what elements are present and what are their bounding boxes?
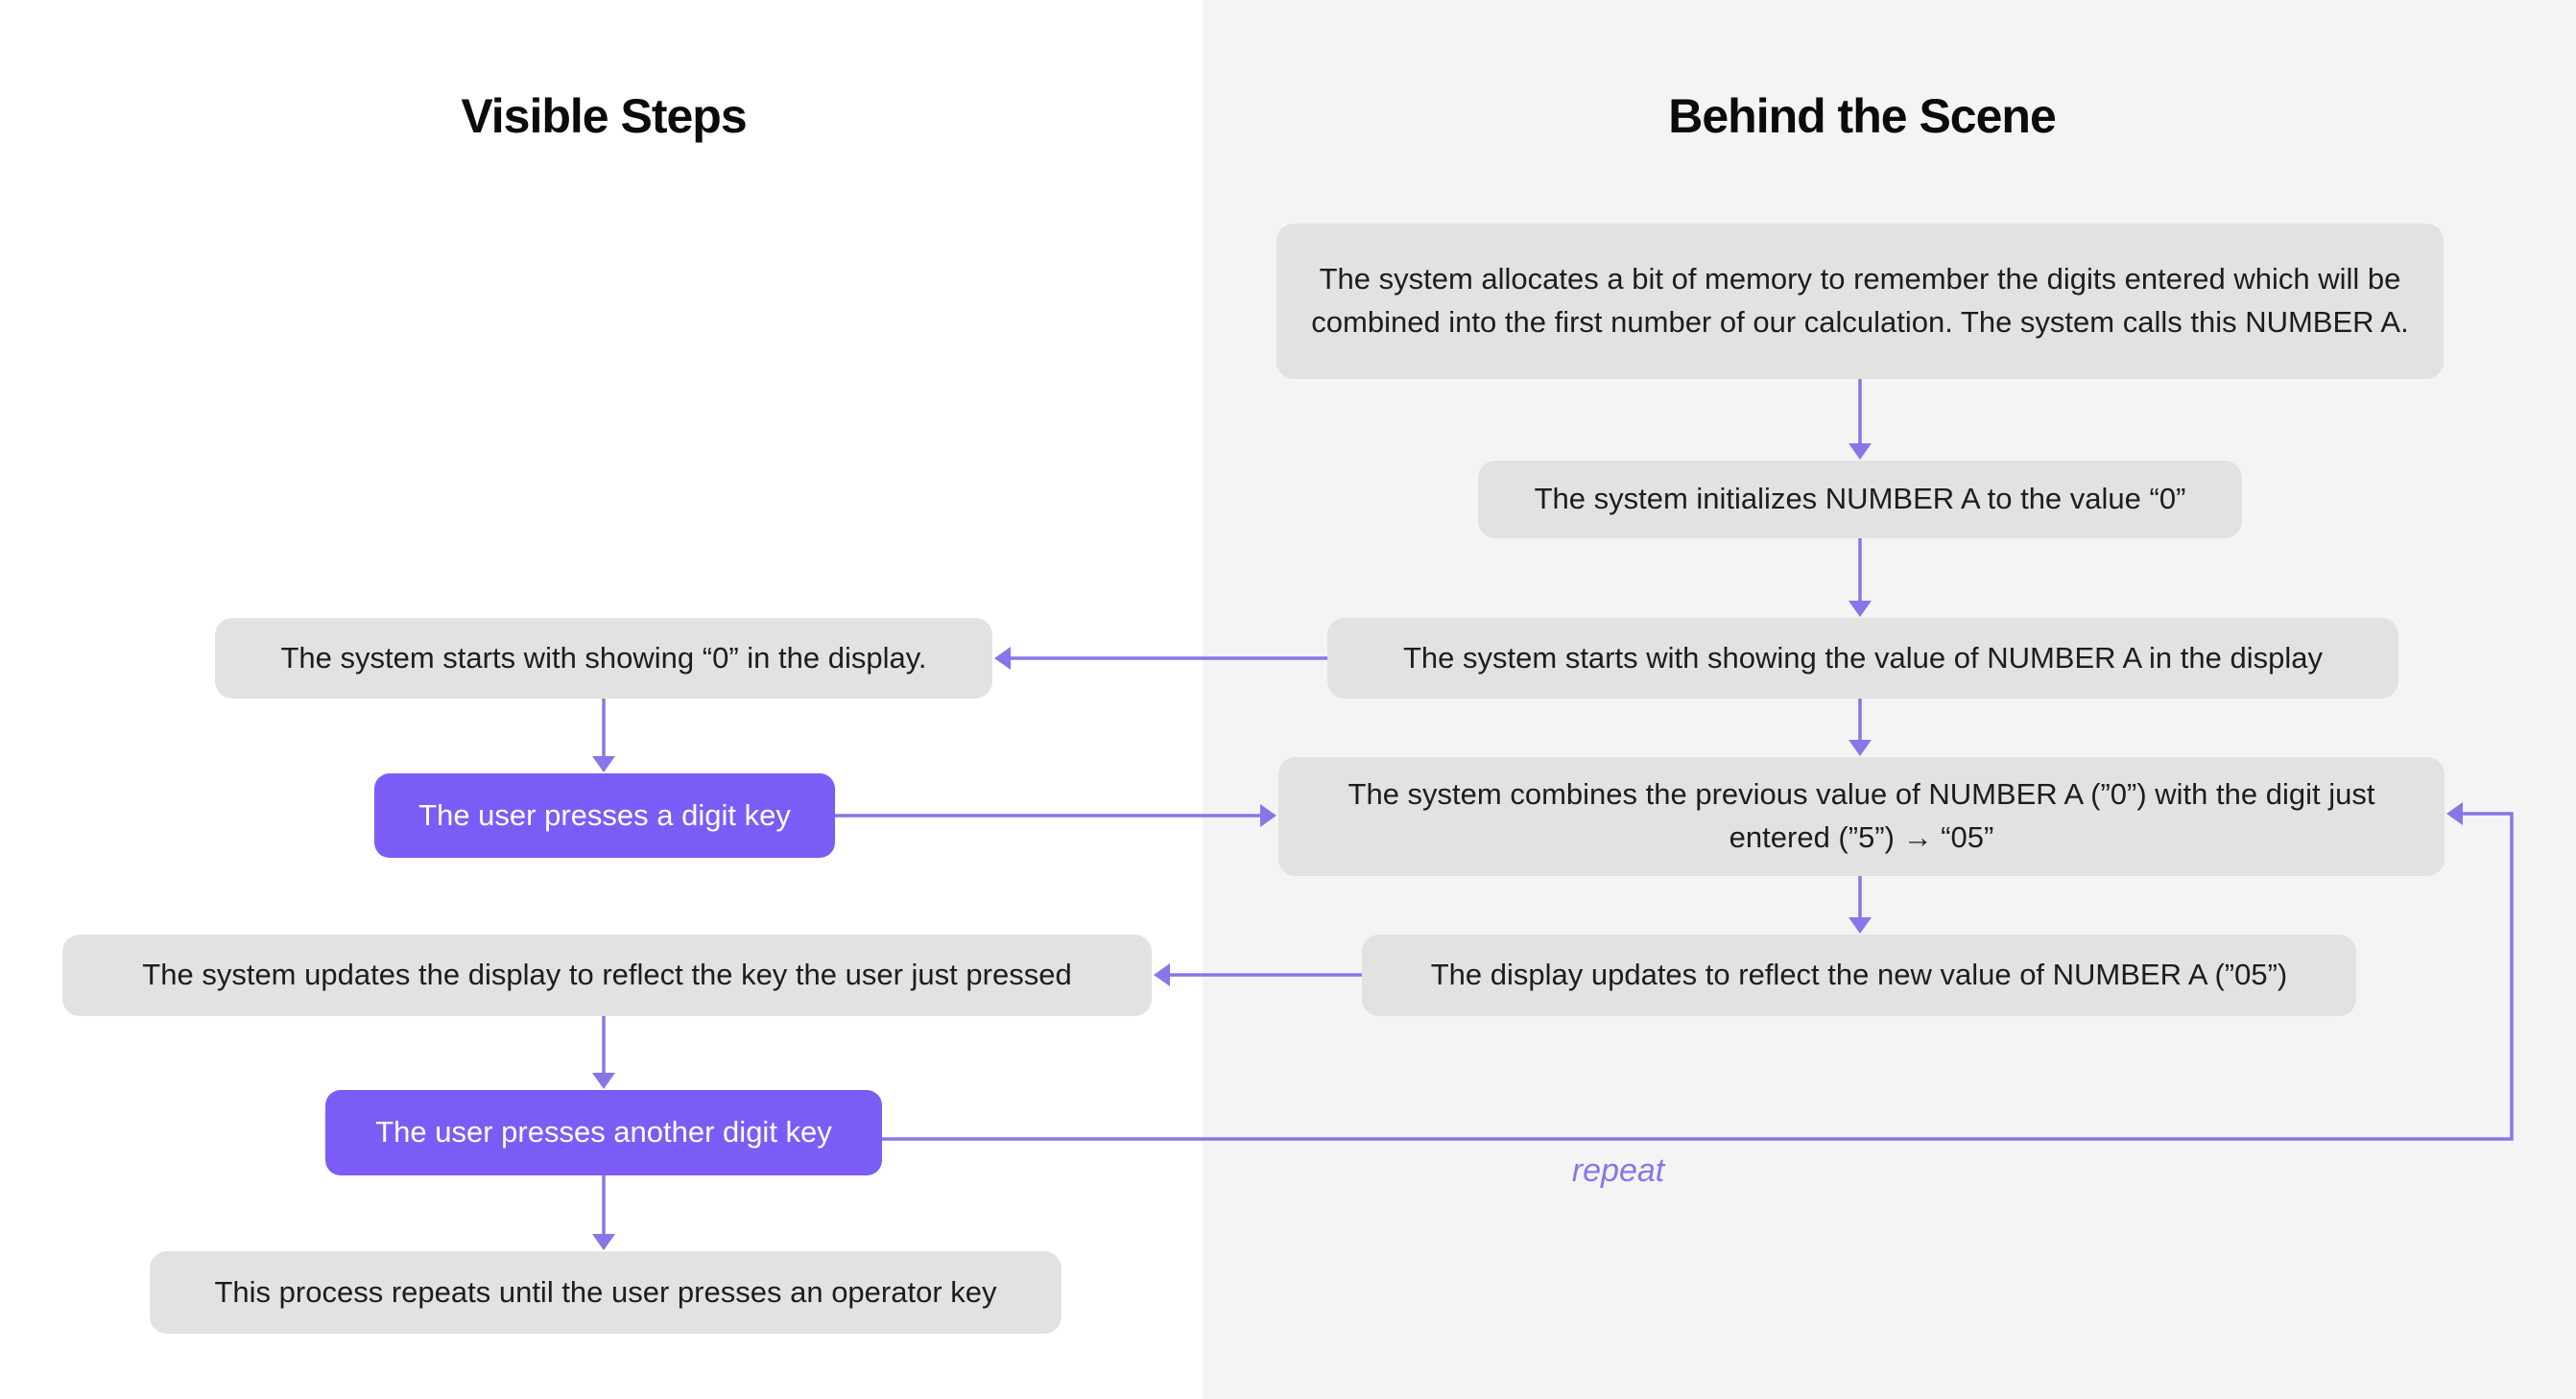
behind-the-scene-panel [1203,0,2576,1399]
node-process-repeats: This process repeats until the user pres… [150,1251,1061,1334]
node-combine-digits: The system combines the previous value o… [1278,757,2445,876]
visible-steps-title: Visible Steps [461,89,747,143]
arrow-system-updates-to-press-another [592,1016,615,1089]
node-user-presses-digit: The user presses a digit key [374,773,835,858]
node-system-updates-display: The system updates the display to reflec… [62,935,1152,1016]
repeat-label: repeat [1571,1152,1665,1189]
node-show-number-a-value: The system starts with showing the value… [1327,618,2398,699]
node-display-shows-zero: The system starts with showing “0” in th… [215,618,992,699]
node-user-presses-another-digit: The user presses another digit key [325,1090,882,1175]
node-allocate-memory: The system allocates a bit of memory to … [1276,224,2444,379]
node-display-new-value: The display updates to reflect the new v… [1362,935,2356,1016]
node-initialize-number-a: The system initializes NUMBER A to the v… [1478,461,2242,538]
behind-the-scene-title: Behind the Scene [1668,89,2057,143]
arrow-display-zero-to-press-digit [592,699,615,772]
arrow-press-another-to-repeats [592,1175,615,1250]
